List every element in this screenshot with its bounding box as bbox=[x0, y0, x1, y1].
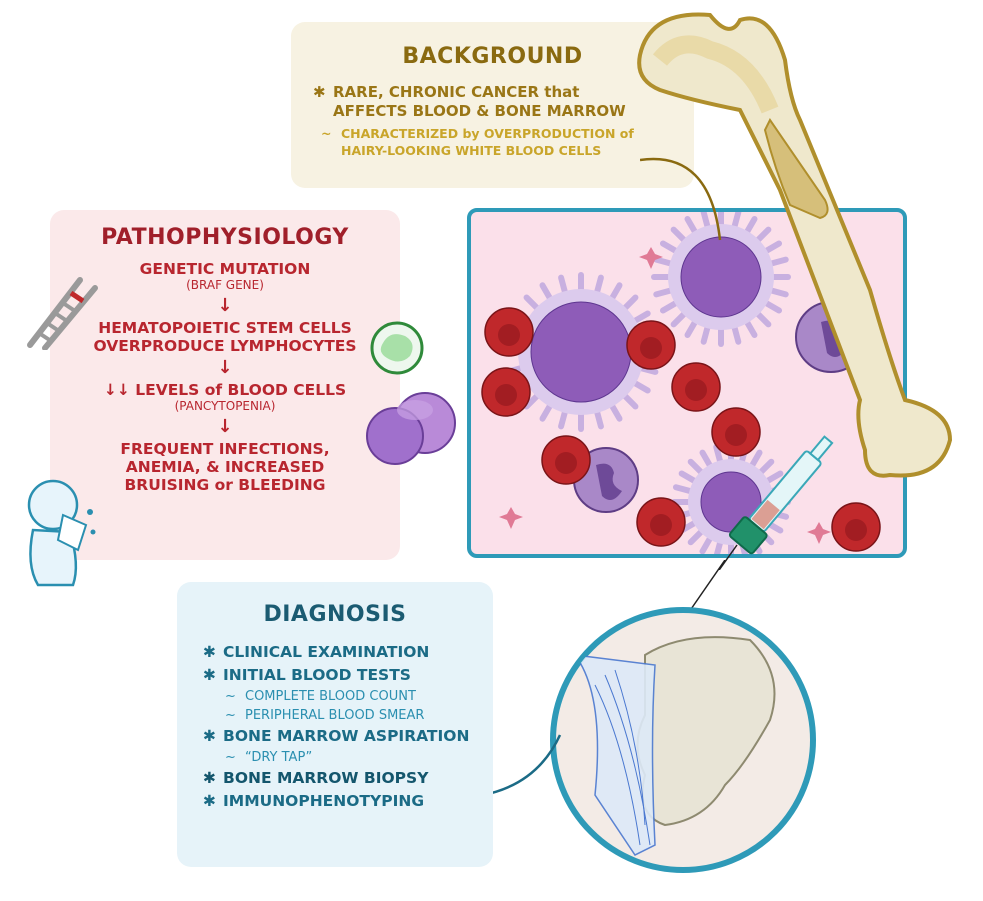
connector-line bbox=[640, 157, 722, 241]
asterisk-bullet-icon: ✱ bbox=[203, 727, 216, 745]
asterisk-bullet-icon: ✱ bbox=[203, 666, 216, 684]
platelet bbox=[499, 507, 523, 529]
hairy-cell bbox=[501, 272, 661, 432]
dna-icon bbox=[27, 277, 98, 350]
femur-bone-icon bbox=[637, 12, 953, 478]
asterisk-bullet-icon: ✱ bbox=[203, 643, 216, 661]
syringe-icon bbox=[718, 435, 834, 570]
diagnosis-title: DIAGNOSIS bbox=[263, 602, 407, 627]
red-blood-cell-center bbox=[685, 379, 707, 401]
diagnosis-item-biopsy: ✱BONE MARROW BIOPSY bbox=[203, 767, 493, 790]
hairy-cell bbox=[651, 212, 791, 347]
diagnosis-card: DIAGNOSIS ✱CLINICAL EXAMINATION ✱INITIAL… bbox=[177, 582, 493, 867]
lymphocyte-cells-icon bbox=[366, 321, 456, 465]
pelvis-inset bbox=[550, 607, 816, 873]
asterisk-bullet-icon: ✱ bbox=[203, 792, 216, 810]
diagnosis-subitem: ~COMPLETE BLOOD COUNT bbox=[225, 689, 416, 704]
background-list: ✱ RARE, CHRONIC CANCER that AFFECTS BLOO… bbox=[313, 83, 694, 159]
red-blood-cell-center bbox=[650, 514, 672, 536]
platelet bbox=[639, 247, 663, 269]
diagnosis-list: ✱CLINICAL EXAMINATION ✱INITIAL BLOOD TES… bbox=[203, 641, 493, 813]
step-genetic-mutation: GENETIC MUTATION (BRAF GENE) bbox=[139, 260, 311, 292]
tilde-bullet-icon: ~ bbox=[225, 750, 236, 765]
red-blood-cell-center bbox=[495, 384, 517, 406]
diagnosis-subitem: ~PERIPHERAL BLOOD SMEAR bbox=[225, 708, 425, 723]
background-card: BACKGROUND ✱ RARE, CHRONIC CANCER that A… bbox=[291, 22, 694, 188]
step-symptoms: FREQUENT INFECTIONS, ANEMIA, & INCREASED… bbox=[120, 440, 330, 494]
arrow-down-icon: ↓ bbox=[217, 416, 233, 437]
tilde-bullet-icon: ~ bbox=[321, 126, 332, 141]
step-overproduce: HEMATOPOIETIC STEM CELLS OVERPRODUCE LYM… bbox=[93, 319, 357, 355]
red-blood-cell-center bbox=[498, 324, 520, 346]
tilde-bullet-icon: ~ bbox=[225, 708, 236, 723]
asterisk-bullet-icon: ✱ bbox=[313, 83, 326, 101]
red-blood-cell-center bbox=[845, 519, 867, 541]
step-pancytopenia: ↓↓ LEVELS of BLOOD CELLS (PANCYTOPENIA) bbox=[103, 381, 347, 413]
diagnosis-item: ✱CLINICAL EXAMINATION bbox=[203, 641, 493, 664]
diagnosis-subitem: ~“DRY TAP” bbox=[225, 750, 313, 765]
arrow-down-icon: ↓ bbox=[217, 357, 233, 378]
red-blood-cell-center bbox=[640, 337, 662, 359]
diagnosis-item: ✱BONE MARROW ASPIRATION bbox=[203, 725, 493, 748]
background-title: BACKGROUND bbox=[402, 44, 583, 69]
red-blood-cell-center bbox=[725, 424, 747, 446]
background-sub-point: ~ CHARACTERIZED by OVERPRODUCTION of HAI… bbox=[321, 126, 634, 158]
background-main-point: ✱ RARE, CHRONIC CANCER that AFFECTS BLOO… bbox=[313, 83, 626, 120]
diagnosis-item: ✱INITIAL BLOOD TESTS bbox=[203, 664, 493, 687]
tilde-bullet-icon: ~ bbox=[225, 689, 236, 704]
red-blood-cell-center bbox=[555, 452, 577, 474]
sick-person-icon bbox=[27, 479, 96, 587]
asterisk-bullet-icon: ✱ bbox=[203, 769, 216, 787]
platelet bbox=[807, 522, 831, 544]
pathophysiology-title: PATHOPHYSIOLOGY bbox=[101, 225, 349, 250]
diagnosis-item: ✱IMMUNOPHENOTYPING bbox=[203, 790, 493, 813]
neutrophil-nucleus bbox=[596, 463, 622, 500]
pathophysiology-card: PATHOPHYSIOLOGY GENETIC MUTATION (BRAF G… bbox=[50, 210, 400, 560]
arrow-down-icon: ↓ bbox=[217, 295, 233, 316]
pathophysiology-flow: GENETIC MUTATION (BRAF GENE) ↓ HEMATOPOI… bbox=[50, 260, 400, 494]
